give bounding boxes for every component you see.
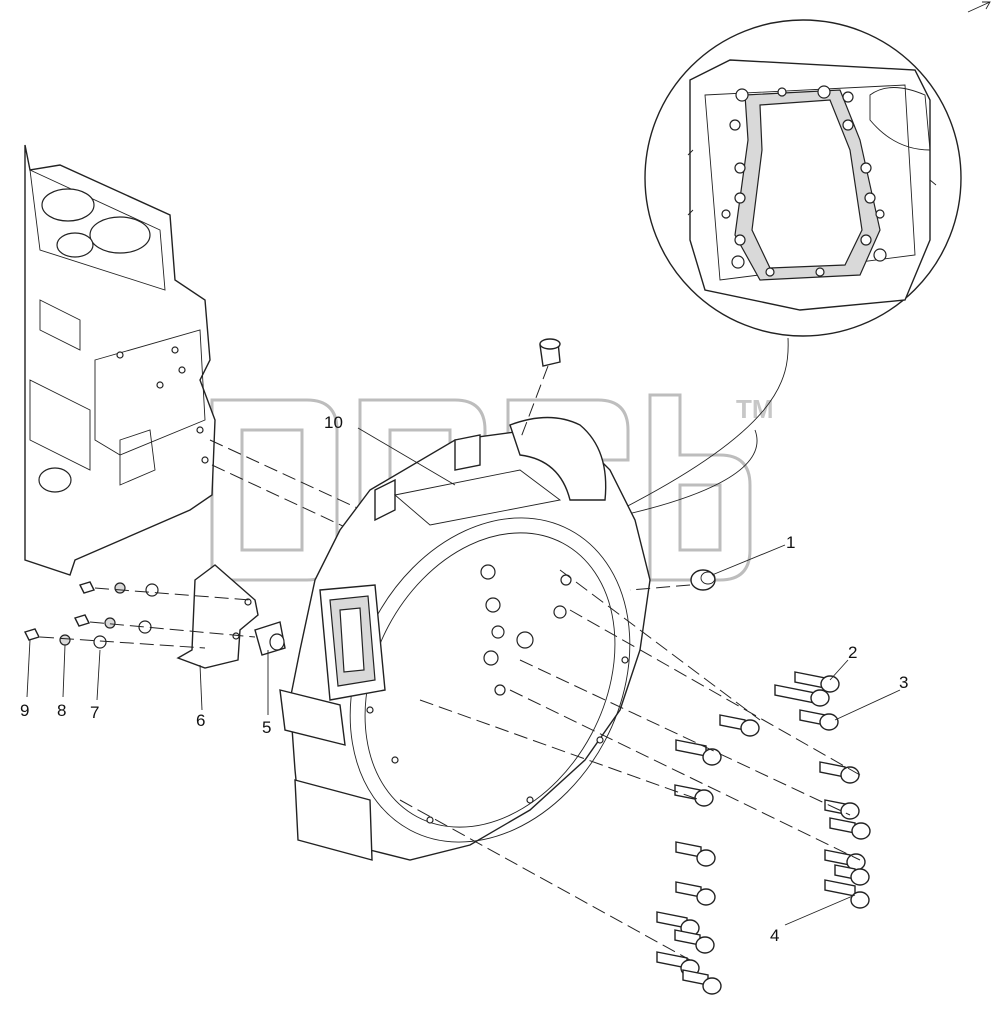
dowel-part-5: [254, 621, 286, 656]
callout-7: 7: [90, 703, 99, 722]
detail-view-inset: [599, 19, 962, 521]
engine-block: [24, 144, 481, 591]
callout-5: 5: [262, 718, 271, 737]
corner-arrow-icon: [967, 1, 991, 13]
cover-plate-part-6: [176, 564, 259, 669]
plug-part-1: [629, 569, 716, 591]
bolt-set: [399, 569, 871, 995]
callout-10: 10: [324, 413, 343, 432]
callout-1: 1: [786, 533, 795, 552]
watermark-logo: TM: [210, 393, 774, 582]
callout-labels: 1 2 3 4 5 6 7 8 9 10: [20, 413, 908, 945]
washer-row: [24, 581, 256, 649]
leader-lines: [26, 427, 901, 926]
breather-plug: [519, 338, 561, 441]
callout-2: 2: [848, 643, 857, 662]
flywheel-housing: [279, 416, 651, 861]
watermark-trademark: TM: [736, 394, 774, 424]
callout-4: 4: [770, 926, 779, 945]
callout-3: 3: [899, 673, 908, 692]
callout-8: 8: [57, 701, 66, 720]
callout-9: 9: [20, 701, 29, 720]
callout-6: 6: [196, 711, 205, 730]
